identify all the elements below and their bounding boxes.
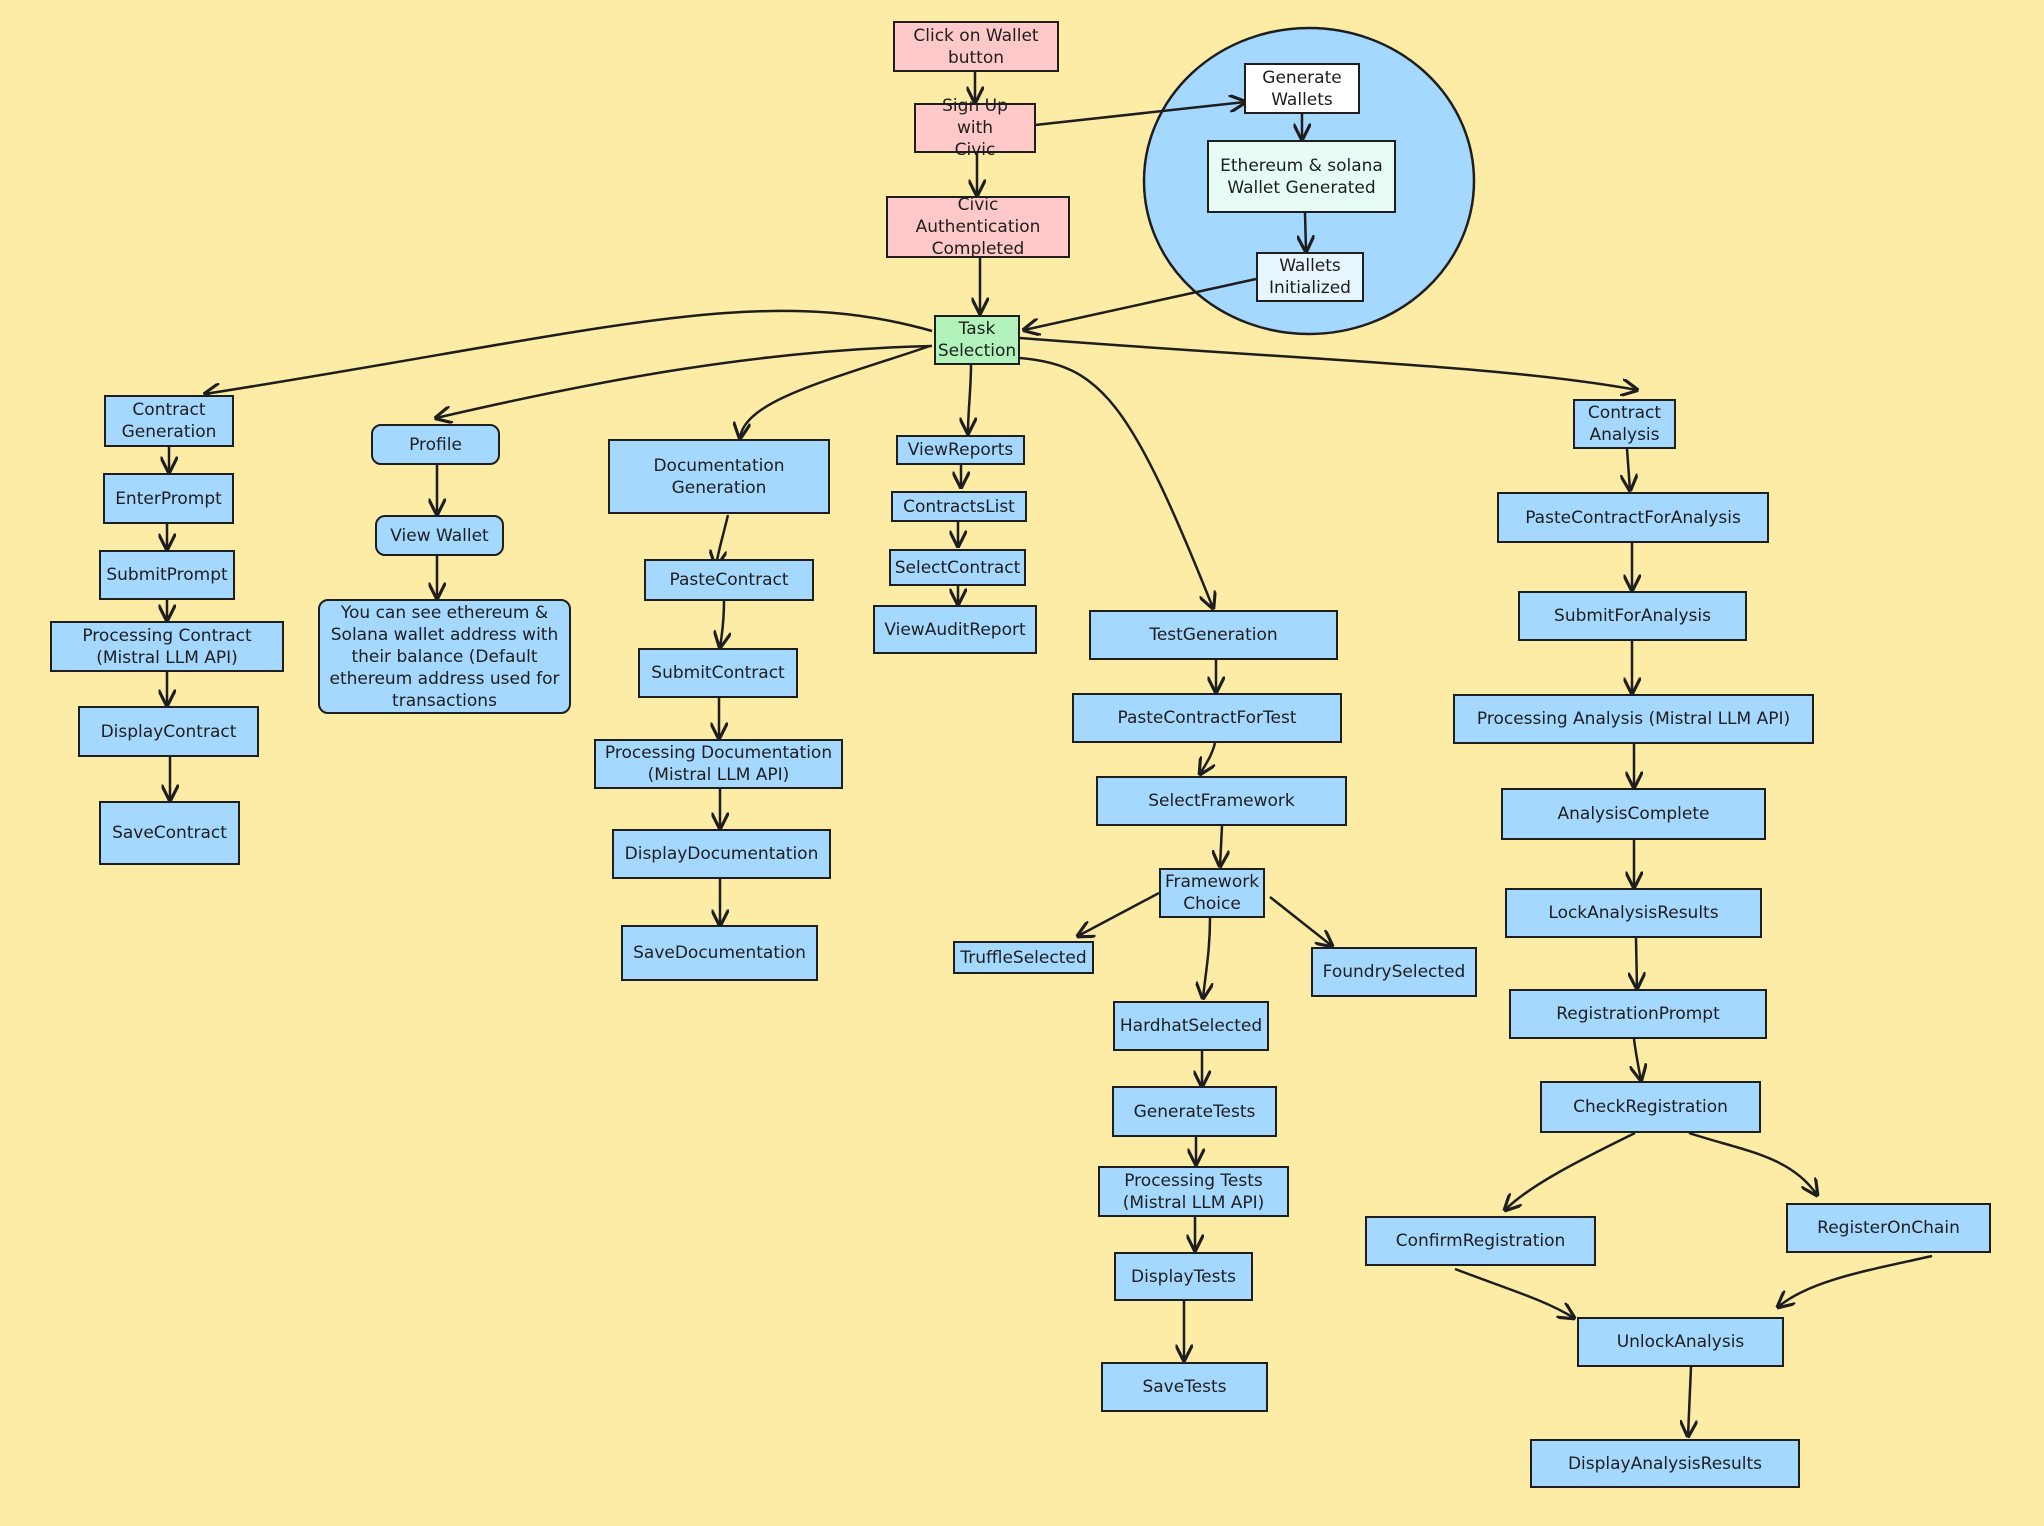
node-processing-tests: Processing Tests (Mistral LLM API) [1098, 1166, 1289, 1217]
node-select-framework: SelectFramework [1096, 776, 1347, 826]
node-profile: Profile [371, 424, 500, 465]
node-truffle-selected: TruffleSelected [953, 941, 1094, 974]
node-select-contract: SelectContract [889, 549, 1026, 586]
node-processing-contract: Processing Contract (Mistral LLM API) [50, 621, 284, 672]
node-check-registration: CheckRegistration [1540, 1081, 1761, 1133]
node-analysis-complete: AnalysisComplete [1501, 788, 1766, 840]
node-registration-prompt: RegistrationPrompt [1509, 989, 1767, 1039]
node-save-tests: SaveTests [1101, 1362, 1268, 1412]
node-contract-analysis: Contract Analysis [1573, 399, 1676, 449]
node-enter-prompt: EnterPrompt [103, 473, 234, 524]
node-lock-analysis-results: LockAnalysisResults [1505, 888, 1762, 938]
node-display-analysis-results: DisplayAnalysisResults [1530, 1439, 1800, 1488]
node-wallets-generated: Ethereum & solana Wallet Generated [1207, 140, 1396, 213]
node-documentation-generation: Documentation Generation [608, 439, 830, 514]
node-processing-documentation: Processing Documentation (Mistral LLM AP… [594, 739, 843, 789]
node-display-contract: DisplayContract [78, 706, 259, 757]
node-register-on-chain: RegisterOnChain [1786, 1203, 1991, 1253]
node-generate-wallets: Generate Wallets [1244, 63, 1360, 114]
node-view-audit-report: ViewAuditReport [873, 605, 1037, 654]
edge-task-to-viewreports [968, 363, 971, 433]
node-paste-contract-for-test: PasteContractForTest [1072, 693, 1342, 743]
node-wallet-info: You can see ethereum & Solana wallet add… [318, 599, 571, 714]
node-view-reports: ViewReports [896, 435, 1025, 465]
node-foundry-selected: FoundrySelected [1311, 947, 1477, 997]
edge-task-to-contract-generation [205, 309, 933, 394]
node-framework-choice: Framework Choice [1159, 868, 1265, 918]
node-display-documentation: DisplayDocumentation [612, 829, 831, 879]
node-unlock-analysis: UnlockAnalysis [1577, 1317, 1784, 1367]
node-wallets-initialized: Wallets Initialized [1256, 252, 1364, 302]
node-task-selection: Task Selection [934, 315, 1020, 365]
node-view-wallet: View Wallet [375, 515, 504, 556]
edge-task-to-profile [436, 344, 933, 418]
edge-task-to-testgeneration [1019, 356, 1213, 608]
edge-generated-to-initialized [1305, 212, 1306, 251]
node-test-generation: TestGeneration [1089, 610, 1338, 660]
node-submit-contract: SubmitContract [638, 648, 798, 698]
node-submit-for-analysis: SubmitForAnalysis [1518, 591, 1747, 641]
node-confirm-registration: ConfirmRegistration [1365, 1216, 1596, 1266]
edge-initialized-to-task [1024, 277, 1257, 330]
edge-task-to-documentation [740, 344, 931, 438]
node-generate-tests: GenerateTests [1112, 1086, 1277, 1137]
node-save-contract: SaveContract [99, 801, 240, 865]
node-civic-auth: Civic Authentication Completed [886, 195, 1070, 259]
edges [167, 72, 1933, 1436]
node-save-documentation: SaveDocumentation [621, 925, 818, 981]
node-processing-analysis: Processing Analysis (Mistral LLM API) [1453, 694, 1814, 744]
node-hardhat-selected: HardhatSelected [1113, 1001, 1269, 1051]
node-paste-contract: PasteContract [644, 559, 814, 601]
node-sign-up: Sign Up with Civic [914, 96, 1036, 160]
node-click-wallet: Click on Wallet button [893, 21, 1059, 72]
edge-signup-to-generate [1034, 102, 1245, 127]
node-display-tests: DisplayTests [1114, 1252, 1253, 1301]
node-contract-generation: Contract Generation [104, 395, 234, 447]
node-paste-contract-for-analysis: PasteContractForAnalysis [1497, 492, 1769, 543]
edge-task-to-contract-analysis [1019, 336, 1637, 390]
node-submit-prompt: SubmitPrompt [99, 550, 235, 600]
node-contracts-list: ContractsList [891, 491, 1027, 522]
